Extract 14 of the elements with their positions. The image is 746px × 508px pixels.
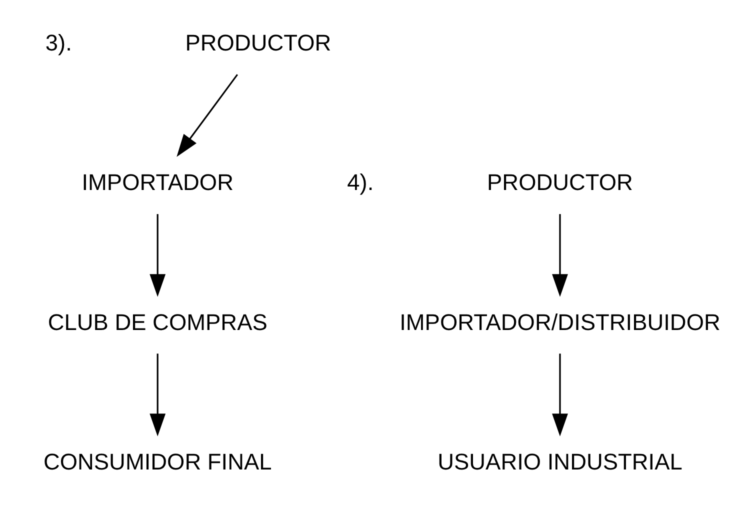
label: 4). bbox=[347, 169, 374, 196]
arrow bbox=[150, 354, 166, 436]
arrow bbox=[150, 214, 166, 297]
node-text: PRODUCTOR bbox=[185, 30, 332, 56]
arrow bbox=[552, 354, 568, 436]
arrow bbox=[176, 74, 238, 157]
node-text: CLUB DE COMPRAS bbox=[48, 308, 268, 335]
node-text: PRODUCTOR bbox=[487, 169, 633, 196]
arrow bbox=[552, 214, 568, 297]
node-text: IMPORTADOR bbox=[82, 169, 234, 196]
node-text: CONSUMIDOR FINAL bbox=[43, 448, 272, 474]
node-text: IMPORTADOR/DISTRIBUIDOR bbox=[400, 308, 720, 335]
label: 3). bbox=[45, 30, 72, 56]
node-text: USUARIO INDUSTRIAL bbox=[438, 448, 682, 474]
